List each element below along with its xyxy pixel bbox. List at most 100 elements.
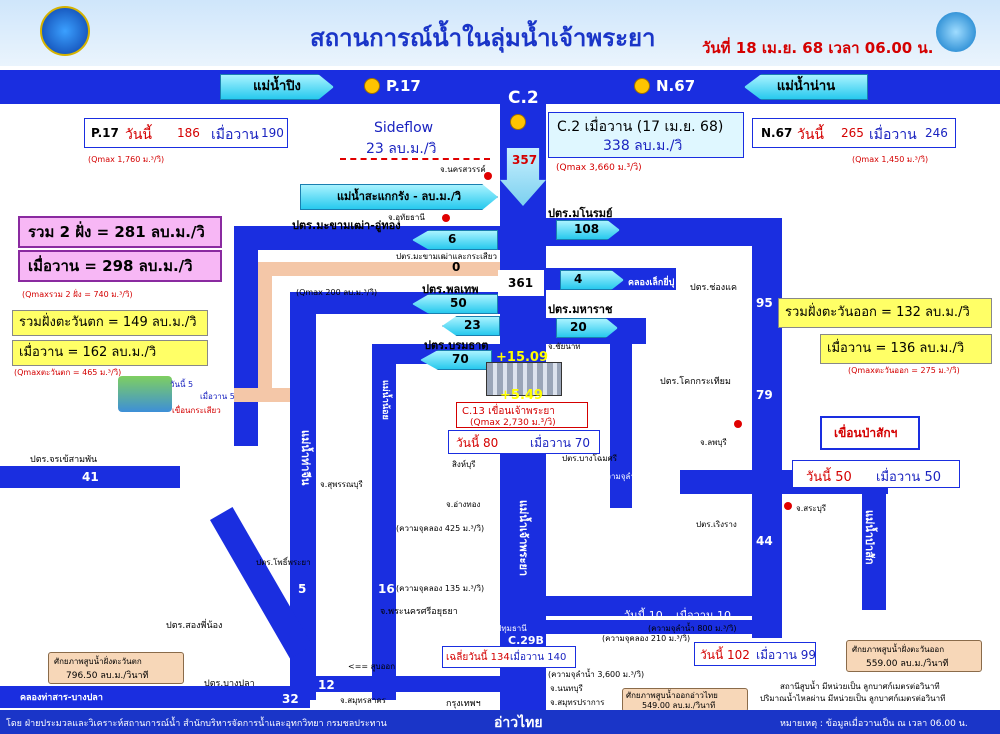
reg-mahalat-arrow [556,318,618,338]
c29b-yesterday: เมื่อวาน 140 [510,652,567,663]
total-west-yesterday: เมื่อวาน = 162 ลบ.ม./วิ [12,340,208,366]
reg-bangpla-label: ปตร.บางปลา [204,679,255,689]
c29b-flow-box [442,646,576,668]
reg-lekyai-arrow [560,270,624,290]
c2-flow-value: 357 [512,153,538,167]
river-krasiew-canal [234,388,290,402]
n67-yest-value: 246 [925,126,948,140]
station-c29b: C.29B [508,634,544,647]
krasiew-today: วันนี้ 5 [170,380,194,389]
place-ayutthaya: จ.พระนครศรีอยุธยา [380,607,458,617]
reg-ponthep-label: ปตร.พลเทพ [422,283,479,296]
qmax-manorom: (Qmax 200 ลบ.ม.³/วิ) [296,288,378,297]
saraburi-dot [784,502,792,510]
footer-credit: โดย ฝ่ายประมวลและวิเคราะห์สถานการณ์น้ำ ส… [6,719,387,729]
p17-station-label: P.17 [386,77,421,95]
river-lower-west [314,676,500,692]
krasiew-yest: เมื่อวาน 5 [200,392,235,401]
reg-phophraya-value: 5 [298,582,307,596]
reg-borommathat-arrow [420,350,492,370]
reg-borommathat-label: ปตร.บรมธาตุ [424,339,489,352]
river-noi [372,350,396,700]
p17-today-value: 186 [177,126,200,140]
sideflow-arrow [340,158,490,160]
pasak-dam-box [820,416,920,450]
reg-manorom-arrow [556,220,620,240]
cap-150: (ความจุลำน้ำ = 150) [598,472,675,481]
chaophraya-dam [486,362,562,396]
reg-manorom-label: ปตร.มโนรมย์ [548,207,613,220]
reg-ponthep-arrow [412,294,498,314]
phrarama6-today: วันนี้ 10 [624,609,663,622]
krasiew-name: เขื่อนกระเสียว [172,406,221,415]
report-date: วันที่ 18 เม.ย. 68 เวลา 06.00 น. [702,39,934,57]
p17-box-name: P.17 [91,126,119,140]
header-bar [0,0,1000,66]
lopburi-dot [734,420,742,428]
cap-800: (ความจุลำน้ำ 800 ม.³/วิ) [648,624,737,633]
reg-mahalat-label: ปตร.มหาราช [548,303,613,316]
reg-noi-value: 16 [378,582,395,596]
river-makham2-vert [258,262,272,392]
flow-361-value: 361 [508,276,534,290]
river-chainat-pasak [610,318,632,508]
c2-box-line1: C.2 เมื่อวาน (17 เม.ย. 68) [557,119,724,135]
water-logo [936,12,976,52]
p17-yest-value: 190 [261,126,284,140]
n67-flow-box: N.67 วันนี้ 265 เมื่อวาน 246 [752,118,956,148]
nakhonsawan-dot [484,172,492,180]
rid-logo [40,6,90,56]
river-phrarama6 [546,596,756,616]
pasak-dam-name: เขื่อนป่าสักฯ [834,426,898,440]
river-west-vertical [234,226,258,446]
reg-noi2-value: 12 [318,678,335,692]
river-east-vertical [752,218,782,638]
c2-box-line2: 338 ลบ.ม./วิ [603,138,683,154]
pump-east-value: 559.00 ลบ.ม./วินาที [866,659,949,669]
gulf-label: อ่าวไทย [494,715,543,731]
dam-qmax: (Qmax 2,730 ม.³/วิ) [470,418,556,428]
place-angthong: จ.อ่างทอง [446,500,481,509]
reg-khlonglek-label: คลองเล็กยี่ปุ [380,323,427,333]
place-samkhok: อ.สามโคก จ.ปทุมธานี [450,624,527,633]
dam-downstream-level: +5.49 [500,388,543,403]
c29b-capacity: (ความจุลำน้ำ 3,600 ม.³/วิ) [548,670,645,679]
p17-yest-label: เมื่อวาน [211,127,259,143]
reg-songphinong-label: ปตร.สองพี่น้อง [166,621,223,631]
pomphet-today: วันนี้ 102 [700,648,750,662]
pump-gulf-label: ศักยภาพสูบน้ำออกอ่าวไทย [626,691,718,700]
place-samutprakan: จ.สมุทรปราการ [550,698,605,707]
unit-note-2: ปริมาณน้ำไหลผ่าน มีหน่วยเป็น ลูกบาศก์เมต… [760,694,946,703]
reg-ponthep-value: 50 [450,296,467,310]
place-singburi: สิงห์บุรี [452,460,476,469]
reg-chornsamphan-value: 41 [82,470,99,484]
reg-riverside-label: ปตร.เริงราง [696,520,737,529]
reg-manorom-value: 108 [574,222,600,236]
place-lopburi: จ.ลพบุรี [700,438,727,447]
river-makham2-canal [258,262,500,276]
reg-bangchom-label: ปตร.บางโฉมศรี [562,454,617,463]
n67-today-value: 265 [841,126,864,140]
sideflow-label: Sideflow [374,120,434,136]
noi-river-label: แม่น้ำน้อย [380,380,390,420]
dam-name: C.13 เขื่อนเจ้าพระยา [462,406,555,417]
pump-gulf-value: 549.00 ลบ.ม./วินาที [642,701,716,710]
chaophraya-river-label: แม่น้ำเจ้าพระยา [517,500,530,577]
cap-210: (ความจุคลอง 210 ม.³/วิ) [602,634,691,643]
place-chainat: จ.ชัยนาท [548,342,581,351]
reg-chongkhae-label: ปตร.ช่องแค [690,283,737,293]
reg-mahalat-value: 20 [570,320,587,334]
reg-riverside-value: 44 [756,534,773,548]
ping-river-arrow: แม่น้ำปิง [220,74,334,100]
total-east-yesterday: เมื่อวาน = 136 ลบ.ม./วิ [820,334,992,364]
reg-makhamthao-label: ปตร.มะขามเฒ่า-อู่ทอง [292,219,401,232]
c2-station-label: C.2 [508,88,539,108]
n67-box-name: N.67 [761,126,793,140]
krasiew-dam-icon [118,376,172,412]
pomphet-flow-box [694,642,816,666]
total-both-today: รวม 2 ฝั่ง = 281 ลบ.ม./วิ [18,216,222,248]
reg-khoktrong-label: ปตร.โคกกระเทียม [660,377,731,387]
uthaithani-dot [442,214,450,222]
reg-lekyai-label: คลองเล็กยี่ปุ [628,278,675,288]
p17-station-dot [364,78,380,94]
